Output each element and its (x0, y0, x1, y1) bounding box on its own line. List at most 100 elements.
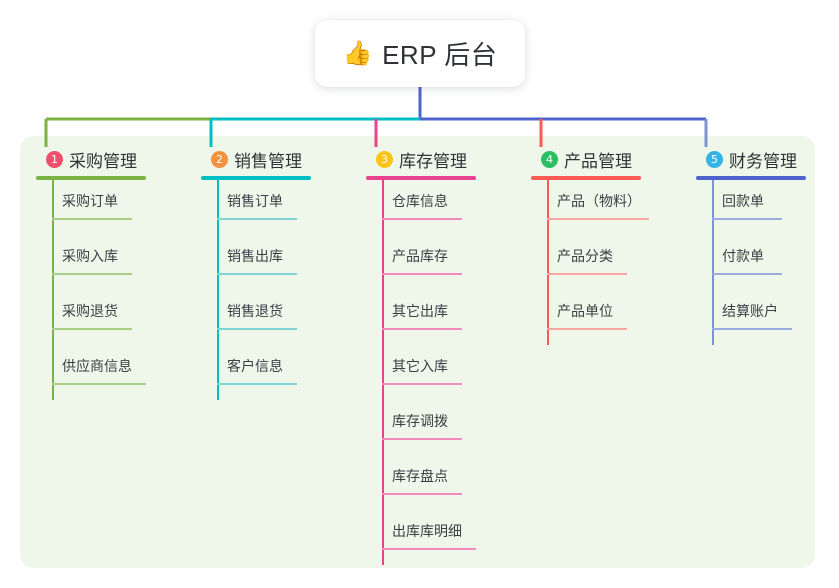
branch-items-2: 销售订单销售出库销售退货客户信息 (201, 180, 311, 400)
leaf-item[interactable]: 库存盘点 (366, 455, 476, 510)
branch-spine-3 (382, 180, 384, 565)
branch-header-4[interactable]: 4 产品管理 (531, 147, 641, 171)
leaf-underline (382, 438, 462, 440)
leaf-label: 产品库存 (392, 248, 448, 264)
leaf-label: 仓库信息 (392, 193, 448, 209)
branch-badge-5: 5 (706, 150, 723, 168)
leaf-label: 其它入库 (392, 358, 448, 374)
leaf-item[interactable]: 库存调拨 (366, 400, 476, 455)
leaf-label: 销售订单 (227, 193, 283, 209)
leaf-underline (382, 273, 462, 275)
branch-header-3[interactable]: 3 库存管理 (366, 147, 476, 171)
branch-header-5[interactable]: 5 财务管理 (696, 147, 806, 171)
leaf-label: 付款单 (722, 248, 764, 264)
branch-spine-5 (712, 180, 714, 345)
leaf-underline (382, 218, 462, 220)
branch-badge-3: 3 (376, 150, 393, 168)
leaf-underline (217, 273, 297, 275)
leaf-item[interactable]: 产品（物料） (531, 180, 649, 235)
leaf-underline (52, 273, 132, 275)
leaf-item[interactable]: 产品单位 (531, 290, 641, 345)
leaf-item[interactable]: 产品库存 (366, 235, 476, 290)
leaf-underline (547, 273, 627, 275)
branch-underline-5 (696, 176, 806, 180)
leaf-label: 供应商信息 (62, 358, 132, 374)
branch-column-5: 5 财务管理回款单付款单结算账户 (696, 147, 806, 345)
leaf-underline (712, 328, 792, 330)
leaf-label: 销售出库 (227, 248, 283, 264)
leaf-label: 采购入库 (62, 248, 118, 264)
thumbs-up-icon: 👍 (342, 39, 374, 67)
branch-spine-2 (217, 180, 219, 400)
leaf-underline (217, 328, 297, 330)
leaf-underline (52, 328, 132, 330)
branch-header-1[interactable]: 1 采购管理 (36, 147, 146, 171)
leaf-underline (547, 328, 627, 330)
leaf-underline (547, 218, 649, 220)
branch-badge-2: 2 (211, 150, 228, 168)
leaf-label: 采购退货 (62, 303, 118, 319)
leaf-item[interactable]: 产品分类 (531, 235, 641, 290)
leaf-item[interactable]: 结算账户 (696, 290, 806, 345)
leaf-label: 结算账户 (722, 303, 778, 319)
branch-spine-1 (52, 180, 54, 400)
leaf-label: 库存盘点 (392, 468, 448, 484)
leaf-item[interactable]: 仓库信息 (366, 180, 476, 235)
leaf-underline (382, 383, 462, 385)
branch-badge-1: 1 (46, 150, 63, 168)
leaf-item[interactable]: 销售订单 (201, 180, 311, 235)
leaf-label: 产品单位 (557, 303, 613, 319)
leaf-item[interactable]: 采购订单 (36, 180, 146, 235)
leaf-underline (712, 273, 782, 275)
leaf-label: 销售退货 (227, 303, 283, 319)
branch-badge-4: 4 (541, 150, 558, 168)
leaf-item[interactable]: 采购入库 (36, 235, 146, 290)
branch-title-1: 采购管理 (69, 151, 137, 171)
leaf-underline (52, 218, 132, 220)
leaf-underline (712, 218, 782, 220)
leaf-underline (382, 493, 462, 495)
branch-items-3: 仓库信息产品库存其它出库其它入库库存调拨库存盘点出库库明细 (366, 180, 476, 565)
branch-items-5: 回款单付款单结算账户 (696, 180, 806, 345)
branch-underline-3 (366, 176, 476, 180)
leaf-label: 出库库明细 (392, 523, 462, 539)
branch-column-3: 3 库存管理仓库信息产品库存其它出库其它入库库存调拨库存盘点出库库明细 (366, 147, 476, 565)
branch-title-4: 产品管理 (564, 151, 632, 171)
branch-title-5: 财务管理 (729, 151, 797, 171)
branch-column-4: 4 产品管理产品（物料） 产品分类产品单位 (531, 147, 649, 345)
leaf-item[interactable]: 回款单 (696, 180, 806, 235)
leaf-label: 库存调拨 (392, 413, 448, 429)
leaf-label: 产品分类 (557, 248, 613, 264)
branch-spine-4 (547, 180, 549, 345)
leaf-item[interactable]: 供应商信息 (36, 345, 146, 400)
leaf-item[interactable]: 销售退货 (201, 290, 311, 345)
leaf-label: 回款单 (722, 193, 764, 209)
leaf-item[interactable]: 销售出库 (201, 235, 311, 290)
leaf-item[interactable]: 出库库明细 (366, 510, 476, 565)
leaf-underline (382, 548, 476, 550)
leaf-underline (217, 383, 297, 385)
leaf-label: 客户信息 (227, 358, 283, 374)
leaf-label: 采购订单 (62, 193, 118, 209)
branch-underline-4 (531, 176, 641, 180)
leaf-item[interactable]: 其它入库 (366, 345, 476, 400)
leaf-item[interactable]: 采购退货 (36, 290, 146, 345)
leaf-item[interactable]: 客户信息 (201, 345, 311, 400)
branch-underline-1 (36, 176, 146, 180)
diagram-panel (20, 136, 815, 568)
leaf-item[interactable]: 付款单 (696, 235, 806, 290)
branch-title-3: 库存管理 (399, 151, 467, 171)
leaf-underline (217, 218, 297, 220)
leaf-item[interactable]: 其它出库 (366, 290, 476, 345)
leaf-underline (52, 383, 146, 385)
leaf-label: 产品（物料） (557, 193, 641, 209)
branch-underline-2 (201, 176, 311, 180)
leaf-underline (382, 328, 462, 330)
branch-items-4: 产品（物料） 产品分类产品单位 (531, 180, 649, 345)
leaf-label: 其它出库 (392, 303, 448, 319)
root-label: 👍 ERP 后台 (343, 35, 498, 72)
root-node[interactable]: 👍 ERP 后台 (315, 20, 525, 87)
